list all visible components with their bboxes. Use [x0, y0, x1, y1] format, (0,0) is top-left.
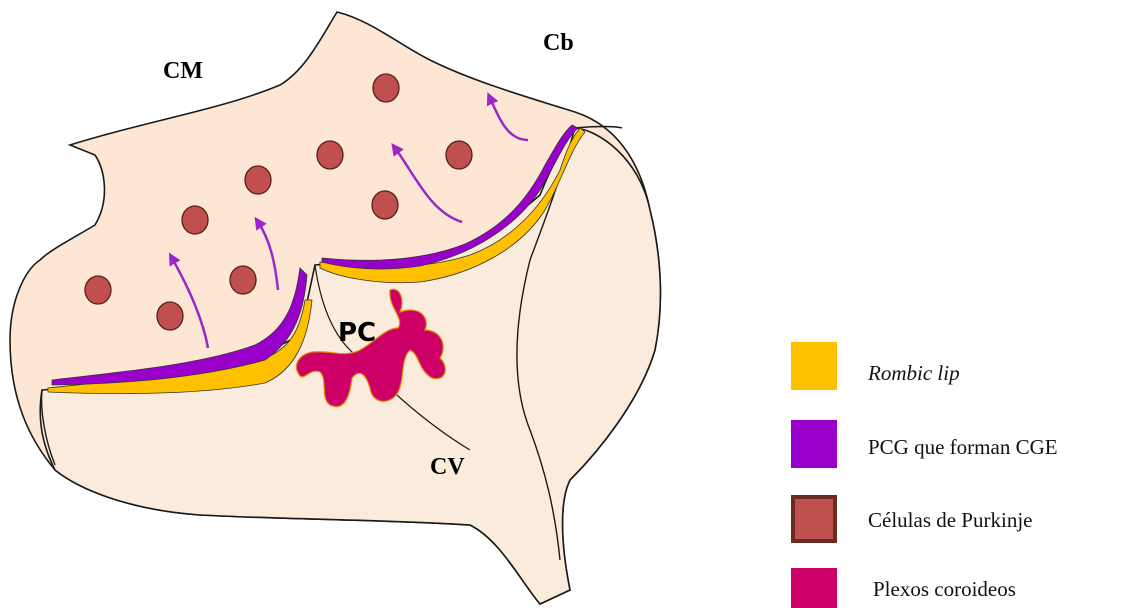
legend-label-plexus: Plexos coroideos [873, 577, 1016, 601]
label-cb: Cb [543, 30, 574, 56]
legend-label-pcg: PCG que forman CGE [868, 435, 1058, 459]
purkinje-cell [317, 141, 343, 169]
legend-swatch-plexus [791, 568, 837, 608]
purkinje-cell [373, 74, 399, 102]
purkinje-cell [230, 266, 256, 294]
label-cv: CV [430, 454, 465, 480]
purkinje-cell [85, 276, 111, 304]
legend-swatch-rombic-lip [791, 342, 837, 390]
legend-swatch-pcg [791, 420, 837, 468]
purkinje-cell [372, 191, 398, 219]
label-pc: PC [338, 318, 376, 348]
purkinje-cell [157, 302, 183, 330]
purkinje-cell [182, 206, 208, 234]
legend-label-rombic-lip: Rombic lip [867, 361, 960, 385]
purkinje-cell [245, 166, 271, 194]
legend-label-purkinje: Células de Purkinje [868, 508, 1032, 532]
purkinje-cell [446, 141, 472, 169]
legend: Rombic lip PCG que forman CGE Células de… [791, 342, 1058, 608]
legend-swatch-purkinje [793, 497, 835, 541]
label-cm: CM [163, 58, 203, 84]
